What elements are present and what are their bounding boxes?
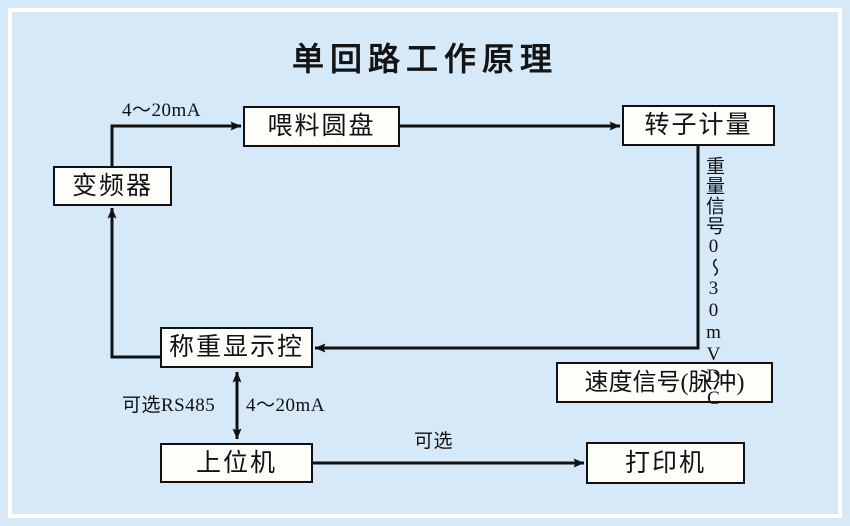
node-inverter[interactable]: 变频器: [53, 166, 172, 206]
edge-rotor-to-controller: [314, 146, 700, 353]
edge-label-weight-signal: 重量信号0～30mVDC: [703, 156, 724, 410]
edge-label-optional-printer: 可选: [414, 431, 454, 452]
node-speed-signal-label: 速度信号(脉冲): [584, 369, 745, 396]
page-title: 单回路工作原理: [291, 40, 558, 78]
node-printer-label: 打印机: [624, 449, 706, 477]
node-speed-signal[interactable]: 速度信号(脉冲): [556, 362, 773, 403]
node-rotor-metering[interactable]: 转子计量: [622, 105, 775, 146]
edge-label-current-loop: 4～20mA: [246, 395, 326, 416]
node-rotor-metering-label: 转子计量: [644, 112, 753, 139]
node-weighing-controller-label: 称重显示控: [168, 334, 304, 361]
node-printer[interactable]: 打印机: [586, 442, 745, 484]
edge-label-optional-rs485: 可选RS485: [122, 395, 216, 416]
node-feed-disc[interactable]: 喂料圆盘: [243, 106, 400, 147]
node-feed-disc-label: 喂料圆盘: [267, 113, 376, 140]
edge-controller-to-inverter: [107, 207, 160, 359]
edge-inverter-to-feed-disc: [110, 121, 242, 166]
node-weighing-controller[interactable]: 称重显示控: [160, 327, 313, 368]
edge-label-inverter-to-feed-disc: 4～20mA: [122, 100, 202, 121]
node-inverter-label: 变频器: [71, 172, 153, 200]
node-host-computer-label: 上位机: [195, 449, 277, 477]
node-host-computer[interactable]: 上位机: [160, 443, 313, 483]
